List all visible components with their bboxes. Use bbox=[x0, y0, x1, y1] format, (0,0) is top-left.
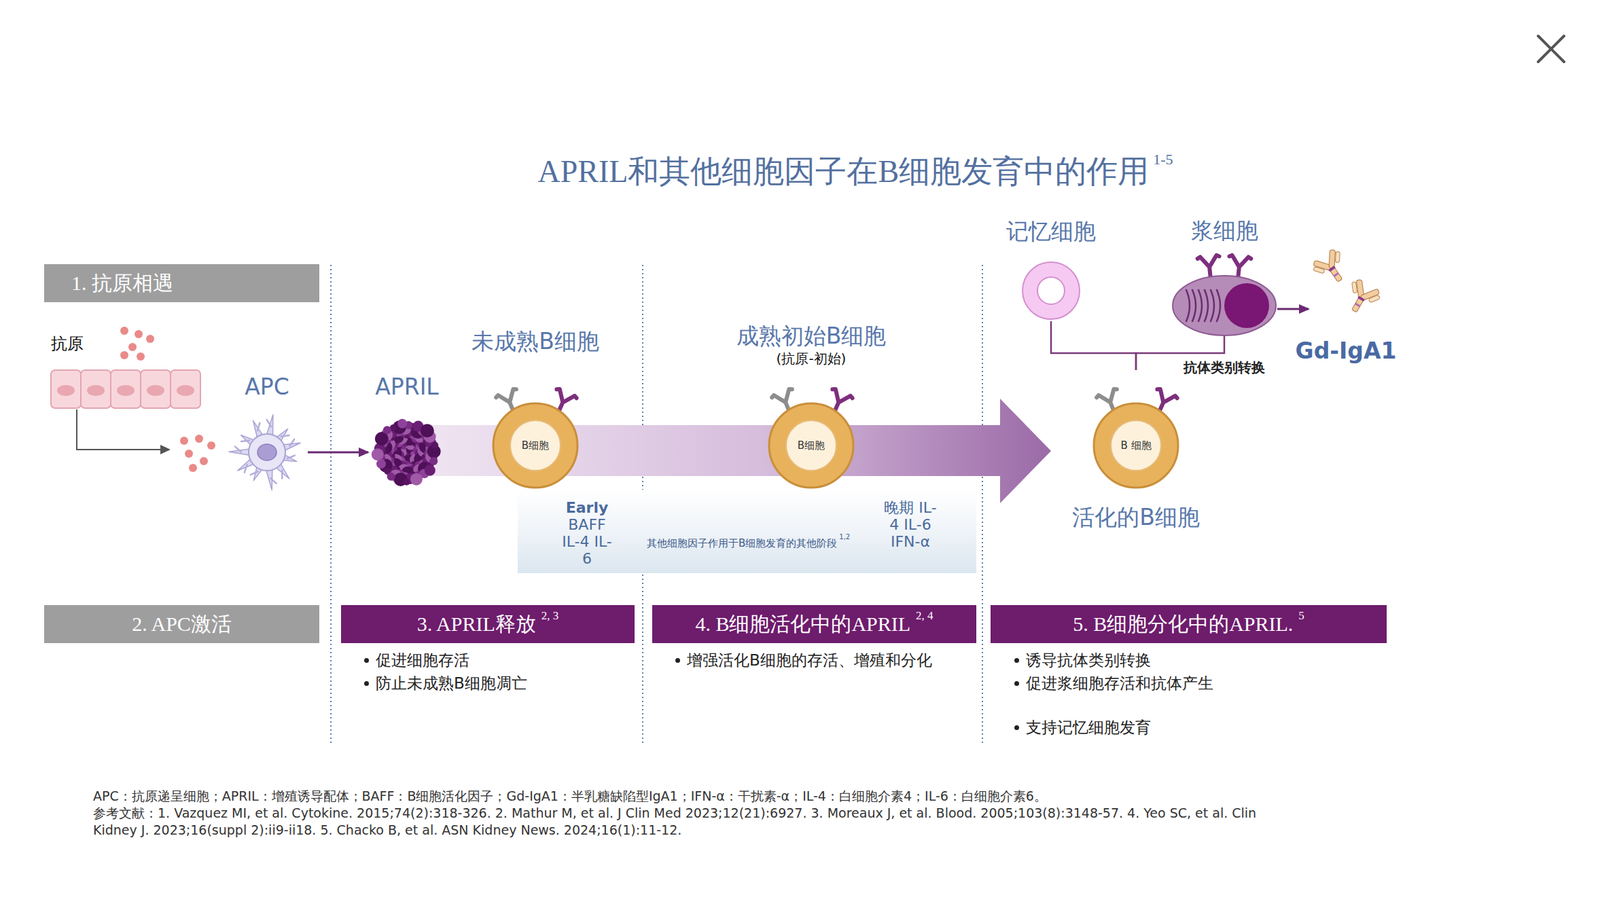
bullet-text: 增强活化B细胞的存活、增殖和分化 bbox=[686, 650, 933, 670]
bullet-item: 防止未成熟B细胞凋亡 bbox=[364, 673, 528, 693]
bar-text-group: 2. APC激活 bbox=[131, 610, 232, 639]
bullet-item: 诱导抗体类别转换 bbox=[1014, 650, 1151, 670]
cell-heading: 记忆细胞 bbox=[1006, 218, 1096, 246]
cytokine-list: Early BAFF IL-4 IL-6 bbox=[559, 499, 615, 568]
cell-heading: APC bbox=[244, 373, 290, 401]
memory-cell-shape bbox=[1020, 260, 1082, 322]
cell-label: B 细胞 bbox=[1120, 439, 1151, 453]
connector bbox=[1051, 321, 1136, 371]
reference-list: 参考文献：1. Vazquez MI, et al. Cytokine. 201… bbox=[93, 805, 1276, 840]
cytokine-note: 其他细胞因子作用于B细胞发育的其他阶段 bbox=[646, 537, 838, 551]
bullet-text: 促进浆细胞存活和抗体产生 bbox=[1025, 673, 1214, 693]
b-cell: 成熟初始B细胞(抗原-初始)B细胞 bbox=[767, 370, 856, 490]
reference-superscript: 1,2 bbox=[839, 533, 850, 547]
cell-heading-group: APC bbox=[244, 373, 290, 401]
antigen-dots bbox=[180, 434, 216, 473]
cell-heading-group: APRIL bbox=[375, 373, 439, 401]
abbreviation-note: APC：抗原递呈细胞；APRIL：增殖诱导配体；BAFF：B细胞活化因子；Gd-… bbox=[93, 788, 1520, 806]
memory-cell: 记忆细胞 bbox=[1020, 260, 1082, 322]
cell-heading-group: 记忆细胞 bbox=[1006, 218, 1096, 246]
antibody-shape bbox=[1308, 241, 1384, 323]
antigen-dots bbox=[120, 326, 155, 361]
cell-heading: 浆细胞 bbox=[1190, 217, 1259, 245]
cell-nucleus: B细胞 bbox=[785, 419, 838, 472]
bullet-item: 支持记忆细胞发育 bbox=[1014, 718, 1151, 738]
cell-heading: 未成熟B细胞 bbox=[471, 328, 600, 356]
antibody-group: Gd-IgA1 bbox=[1308, 241, 1384, 323]
cell-heading-group: 浆细胞 bbox=[1190, 217, 1259, 245]
section-heading: 3. APRIL释放 bbox=[417, 610, 537, 639]
connector bbox=[307, 451, 369, 454]
b-cell: 未成熟B细胞B细胞 bbox=[491, 370, 580, 490]
cell-heading: Gd-IgA1 bbox=[1295, 337, 1397, 365]
stage-divider bbox=[330, 264, 983, 744]
diagram-title: APRIL和其他细胞因子在B细胞发育中的作用 bbox=[538, 150, 1150, 193]
development-arrow bbox=[407, 398, 1052, 504]
antigen-path bbox=[76, 409, 171, 455]
bullet-text: 促进细胞存活 bbox=[375, 650, 470, 670]
cell-heading-group: 成熟初始B细胞(抗原-初始) bbox=[736, 322, 887, 368]
section-heading: 4. B细胞活化中的APRIL bbox=[695, 610, 911, 639]
section-bar: 5. B细胞分化中的APRIL. 5 bbox=[990, 605, 1387, 644]
cell-label: B细胞 bbox=[521, 439, 549, 453]
bar-text-group: 1. 抗原相遇 bbox=[71, 269, 174, 298]
plasma-cell-shape bbox=[1171, 254, 1278, 337]
bullet-text: 防止未成熟B细胞凋亡 bbox=[375, 673, 528, 693]
bullet-text: 诱导抗体类别转换 bbox=[1025, 650, 1151, 670]
cell-heading-group: 活化的B细胞 bbox=[1072, 504, 1200, 532]
cell-heading: 成熟初始B细胞 bbox=[736, 322, 887, 350]
bullet-dot bbox=[1014, 725, 1020, 731]
april-molecule: APRIL bbox=[368, 413, 446, 492]
title-group: APRIL和其他细胞因子在B细胞发育中的作用1-5 bbox=[538, 150, 1174, 193]
section-heading: 2. APC激活 bbox=[131, 610, 232, 639]
cell-heading: APRIL bbox=[375, 373, 439, 401]
section-bar: 1. 抗原相遇 bbox=[44, 264, 320, 303]
reference-superscript: 5 bbox=[1298, 609, 1305, 624]
apc-shape bbox=[226, 411, 308, 494]
section-bar: 3. APRIL释放 2, 3 bbox=[341, 605, 635, 644]
reference-superscript: 1-5 bbox=[1152, 150, 1173, 169]
cell-label: B细胞 bbox=[797, 439, 825, 453]
close-icon bbox=[1538, 36, 1564, 62]
bullet-text: 支持记忆细胞发育 bbox=[1025, 718, 1151, 738]
bullet-item: 促进浆细胞存活和抗体产生 bbox=[1014, 673, 1214, 693]
cytokine-list: 晚期 IL-4 IL-6 IFN-α bbox=[883, 499, 938, 551]
bar-text-group: 5. B细胞分化中的APRIL. 5 bbox=[1072, 610, 1305, 639]
apc-cell: APC bbox=[226, 411, 308, 494]
bullet-dot bbox=[1014, 658, 1020, 664]
bullet-dot bbox=[1014, 681, 1020, 687]
bar-text-group: 4. B细胞活化中的APRIL 2, 4 bbox=[695, 610, 933, 639]
plasma-cell: 浆细胞 bbox=[1171, 254, 1278, 337]
cell-nucleus: B 细胞 bbox=[1110, 419, 1162, 472]
cell-heading-group: Gd-IgA1 bbox=[1295, 337, 1397, 365]
epithelium bbox=[50, 370, 201, 409]
bullet-dot bbox=[364, 681, 369, 687]
section-bar: 2. APC激活 bbox=[44, 605, 320, 644]
antigen-label: 抗原 bbox=[50, 332, 84, 355]
section-heading: 1. 抗原相遇 bbox=[71, 269, 174, 298]
connector bbox=[1277, 308, 1309, 311]
cell-subheading: (抗原-初始) bbox=[736, 349, 887, 368]
cell-nucleus: B细胞 bbox=[509, 419, 562, 472]
bullet-item: 促进细胞存活 bbox=[364, 650, 470, 670]
reference-superscript: 2, 4 bbox=[915, 609, 934, 624]
note-row: 其他细胞因子作用于B细胞发育的其他阶段1,2 bbox=[646, 537, 850, 551]
bullet-dot bbox=[364, 658, 369, 664]
cell-heading: 活化的B细胞 bbox=[1072, 504, 1200, 532]
bar-text-group: 3. APRIL释放 2, 3 bbox=[417, 610, 560, 639]
b-cell: 活化的B细胞B 细胞 bbox=[1091, 370, 1181, 490]
section-bar: 4. B细胞活化中的APRIL 2, 4 bbox=[652, 605, 977, 644]
connector-label: 抗体类别转换 bbox=[1181, 359, 1268, 376]
april-shape bbox=[368, 413, 446, 492]
cytokine-panel: Early BAFF IL-4 IL-6 其他细胞因子作用于B细胞发育的其他阶段1… bbox=[517, 489, 977, 574]
bullet-dot bbox=[675, 658, 681, 664]
cell-heading-group: 未成熟B细胞 bbox=[471, 328, 600, 356]
section-heading: 5. B细胞分化中的APRIL. bbox=[1072, 610, 1293, 639]
reference-superscript: 2, 3 bbox=[541, 609, 560, 624]
bullet-item: 增强活化B细胞的存活、增殖和分化 bbox=[675, 650, 933, 670]
